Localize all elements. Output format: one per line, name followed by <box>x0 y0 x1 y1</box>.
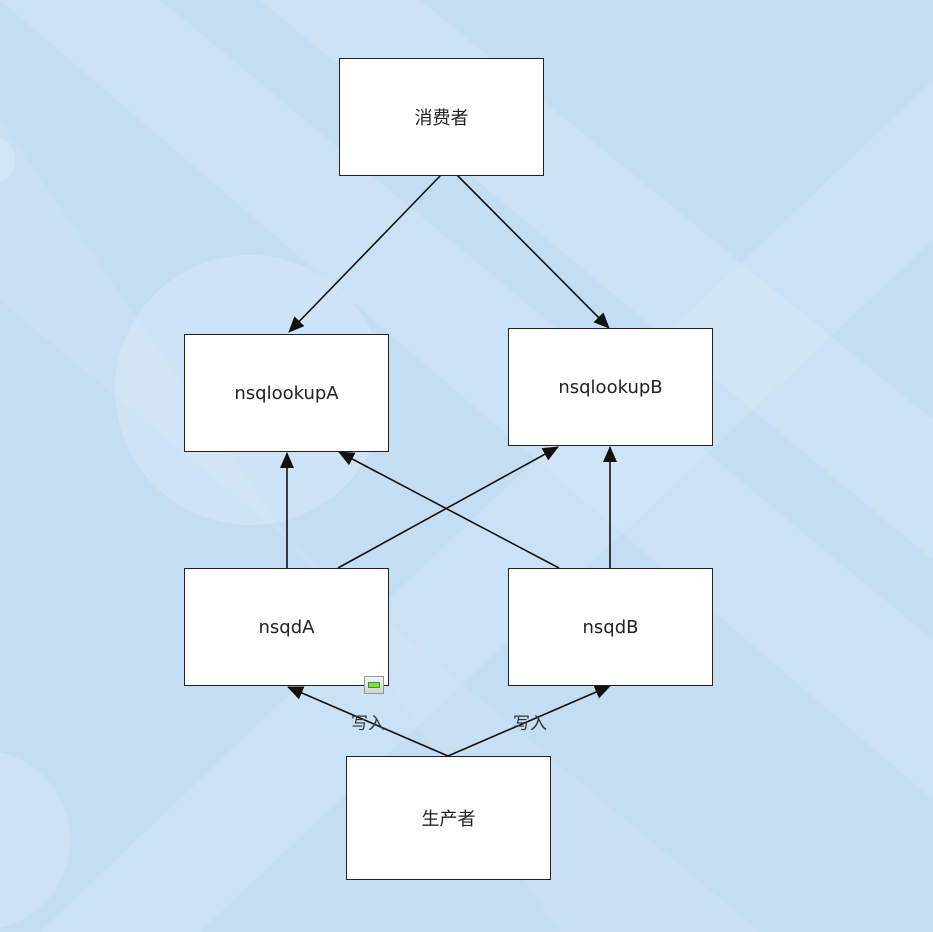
node-nsqdB[interactable]: nsqdB <box>508 568 713 686</box>
edge-nsqdB-to-nsqlookupA <box>338 451 560 569</box>
node-producer[interactable]: 生产者 <box>346 756 551 880</box>
edge-consumer-to-nsqlookupA <box>288 174 442 333</box>
edge-nsqdA-to-nsqlookupB <box>337 446 559 569</box>
node-producer-label: 生产者 <box>421 809 476 830</box>
edge-producer-to-nsqdB <box>447 685 611 757</box>
edge-producer-to-nsqdA <box>287 686 449 757</box>
edges <box>280 172 617 757</box>
node-consumer-label: 消费者 <box>414 108 469 129</box>
node-nsqdB-label: nsqdB <box>582 616 639 638</box>
edge-label-producer-to-nsqdB: 写入 <box>513 714 547 734</box>
node-nsqdA-label: nsqdA <box>258 616 315 638</box>
edge-consumer-to-nsqlookupB <box>454 172 610 329</box>
node-nsqlookupA-label: nsqlookupA <box>234 382 339 404</box>
node-nsqdA[interactable]: nsqdA <box>184 568 389 686</box>
node-nsqlookupA[interactable]: nsqlookupA <box>184 334 389 452</box>
selection-handle-icon[interactable] <box>364 676 384 694</box>
edge-label-producer-to-nsqdA: 写入 <box>351 714 385 734</box>
node-consumer[interactable]: 消费者 <box>339 58 544 176</box>
node-nsqlookupB-label: nsqlookupB <box>558 376 663 398</box>
node-nsqlookupB[interactable]: nsqlookupB <box>508 328 713 446</box>
